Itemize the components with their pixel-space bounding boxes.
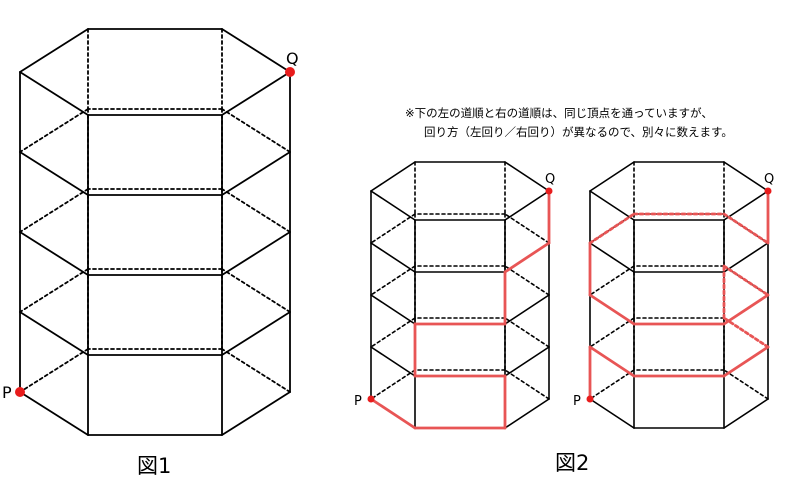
hex-edge-AB-level-1	[19, 151, 89, 196]
hex-edge-FA-level-2	[19, 188, 89, 233]
route-edge-7	[503, 241, 551, 274]
hex-edge-CD-level-0	[221, 71, 291, 116]
hex-edge-CD-level-4	[723, 398, 769, 429]
hex-edge-DE-level-0	[723, 161, 769, 192]
hex-edge-FA-level-1	[370, 213, 416, 244]
route-edge-13	[722, 212, 770, 245]
end-vertex-q	[545, 187, 553, 195]
hex-edge-AB-level-0	[589, 190, 635, 221]
hex-edge-CD-level-2	[504, 294, 550, 325]
start-label-p: P	[2, 383, 12, 402]
route-edge-1	[588, 345, 636, 378]
hex-edge-AB-level-1	[589, 242, 635, 273]
note-line-1: ※下の左の道順と右の道順は、同じ頂点を通っていますが、	[405, 106, 713, 120]
hex-edge-DE-level-4	[221, 348, 291, 393]
route-edge-4	[722, 316, 770, 349]
hex-edge-DE-level-4	[723, 369, 769, 400]
end-label-q: Q	[545, 172, 555, 187]
hex-edge-AB-level-3	[370, 346, 416, 377]
start-vertex-p	[367, 395, 375, 403]
hex-edge-FA-level-4	[589, 369, 635, 400]
hex-edge-FA-level-3	[19, 268, 89, 313]
hex-edge-DE-level-0	[504, 161, 550, 192]
figure-2-left-route-prism: PQ	[354, 161, 555, 430]
route-edge-6	[722, 264, 770, 297]
hex-edge-AB-level-0	[19, 71, 89, 116]
route-edge-0	[369, 397, 417, 430]
hex-edge-CD-level-3	[221, 311, 291, 356]
hex-edge-FA-level-1	[19, 108, 89, 153]
hex-edge-CD-level-1	[221, 151, 291, 196]
hex-edge-FA-level-0	[370, 161, 416, 192]
hex-edge-FA-level-4	[370, 369, 416, 400]
figure-1-prism: PQ	[2, 28, 299, 436]
hex-edge-DE-level-4	[504, 369, 550, 400]
hex-edge-AB-level-2	[19, 231, 89, 276]
hex-edge-DE-level-0	[221, 28, 291, 73]
hex-edge-AB-level-2	[370, 294, 416, 325]
hex-edge-CD-level-0	[504, 190, 550, 221]
hex-edge-CD-level-0	[723, 190, 769, 221]
route-edge-11	[588, 212, 636, 245]
hex-edge-AB-level-3	[19, 311, 89, 356]
end-vertex-q	[285, 67, 295, 77]
route-edge-3	[722, 345, 770, 378]
hex-edge-FA-level-3	[589, 317, 635, 348]
figure-1-label: 図1	[137, 454, 172, 478]
start-label-p: P	[354, 394, 362, 409]
route-edge-7	[722, 293, 770, 326]
end-vertex-q	[764, 187, 772, 195]
hex-edge-CD-level-4	[221, 391, 291, 436]
hex-edge-DE-level-3	[221, 268, 291, 313]
end-label-q: Q	[286, 49, 299, 68]
route-edge-9	[588, 293, 636, 326]
hex-edge-FA-level-3	[370, 317, 416, 348]
hex-edge-AB-level-4	[589, 398, 635, 429]
hex-edge-DE-level-1	[504, 213, 550, 244]
hex-edge-DE-level-2	[504, 265, 550, 296]
hex-edge-DE-level-1	[221, 108, 291, 153]
hex-edge-AB-level-0	[370, 190, 416, 221]
hex-edge-FA-level-2	[370, 265, 416, 296]
start-vertex-p	[15, 387, 25, 397]
figure-2-label: 図2	[555, 451, 590, 475]
hex-edge-DE-level-3	[504, 317, 550, 348]
end-label-q: Q	[764, 172, 774, 187]
hex-edge-AB-level-1	[370, 242, 416, 273]
hex-edge-AB-level-4	[19, 391, 89, 436]
hex-edge-FA-level-0	[19, 28, 89, 73]
figure-2-right-route-prism: PQ	[573, 161, 774, 429]
hex-edge-FA-level-0	[589, 161, 635, 192]
hex-edge-FA-level-4	[19, 348, 89, 393]
hex-edge-CD-level-1	[723, 242, 769, 273]
note-line-2: 回り方（左回り／右回り）が異なるので、別々に数えます。	[424, 125, 733, 139]
start-vertex-p	[586, 395, 594, 403]
hex-edge-FA-level-2	[589, 265, 635, 296]
start-label-p: P	[573, 394, 581, 409]
hex-edge-DE-level-2	[221, 188, 291, 233]
hex-edge-CD-level-2	[221, 231, 291, 276]
hex-edge-CD-level-4	[504, 398, 550, 429]
hex-edge-CD-level-3	[504, 346, 550, 377]
